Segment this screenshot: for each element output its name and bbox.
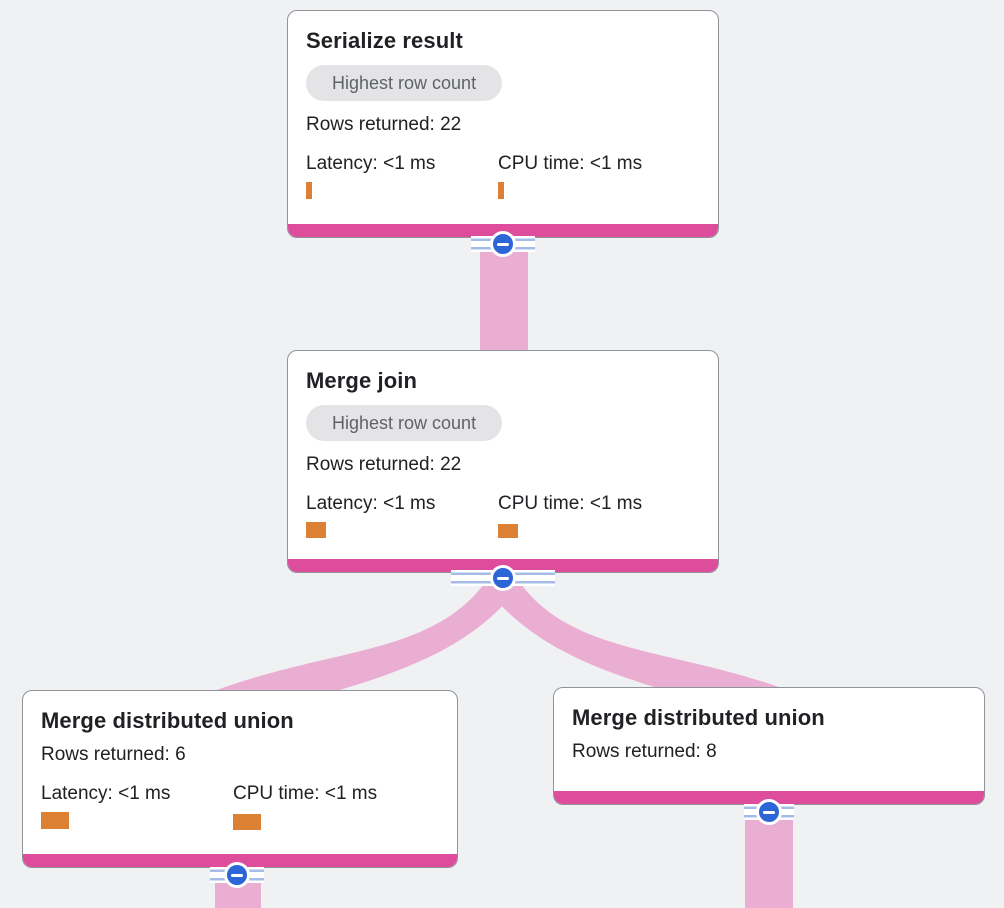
cpu-bar <box>233 814 261 830</box>
plan-node-merge-distributed-union-right[interactable]: Merge distributed union Rows returned: 8 <box>553 687 985 805</box>
node-title: Merge distributed union <box>41 708 294 733</box>
accent-bar <box>23 854 457 867</box>
metrics-row: Latency: <1 ms CPU time: <1 ms <box>41 782 439 830</box>
rows-returned-text: Rows returned: 22 <box>306 454 462 475</box>
collapse-button-merge-join[interactable] <box>490 565 516 591</box>
node-title: Serialize result <box>306 28 463 53</box>
minus-icon <box>763 810 775 814</box>
latency-label: Latency: <1 ms <box>306 493 436 514</box>
cpu-bar <box>498 524 518 538</box>
collapse-button-union-right[interactable] <box>756 799 782 825</box>
latency-bar <box>41 812 69 829</box>
rows-returned-text: Rows returned: 8 <box>572 741 717 762</box>
latency-bar <box>306 522 326 538</box>
node-title: Merge distributed union <box>572 705 825 730</box>
rows-returned-text: Rows returned: 6 <box>41 744 186 765</box>
cpu-metric: CPU time: <1 ms <box>498 152 690 199</box>
collapse-button-serialize-result[interactable] <box>490 231 516 257</box>
accent-bar <box>554 791 984 804</box>
collapse-button-union-left[interactable] <box>224 862 250 888</box>
cpu-metric: CPU time: <1 ms <box>498 492 690 538</box>
latency-label: Latency: <1 ms <box>41 783 171 804</box>
edge-mergejoin-to-right-union <box>483 584 790 691</box>
latency-label: Latency: <1 ms <box>306 153 436 174</box>
latency-metric: Latency: <1 ms <box>41 782 233 830</box>
highest-row-count-badge: Highest row count <box>306 405 503 441</box>
cpu-metric: CPU time: <1 ms <box>233 782 425 830</box>
latency-bar <box>306 182 312 199</box>
metrics-row: Latency: <1 ms CPU time: <1 ms <box>306 492 700 538</box>
latency-metric: Latency: <1 ms <box>306 152 498 199</box>
minus-icon <box>497 242 509 246</box>
plan-node-merge-distributed-union-left[interactable]: Merge distributed union Rows returned: 6… <box>22 690 458 868</box>
edge-mergejoin-to-left-union <box>214 584 521 691</box>
rows-returned-text: Rows returned: 22 <box>306 114 462 135</box>
plan-node-merge-join[interactable]: Merge join Highest row count Rows return… <box>287 350 719 573</box>
minus-icon <box>497 576 509 580</box>
minus-icon <box>231 873 243 877</box>
cpu-label: CPU time: <1 ms <box>233 783 378 804</box>
cpu-label: CPU time: <1 ms <box>498 493 643 514</box>
cpu-label: CPU time: <1 ms <box>498 153 643 174</box>
node-title: Merge join <box>306 368 418 393</box>
accent-bar <box>288 224 718 237</box>
plan-node-serialize-result[interactable]: Serialize result Highest row count Rows … <box>287 10 719 238</box>
latency-metric: Latency: <1 ms <box>306 492 498 538</box>
cpu-bar <box>498 182 504 199</box>
metrics-row: Latency: <1 ms CPU time: <1 ms <box>306 152 700 199</box>
highest-row-count-badge: Highest row count <box>306 65 503 101</box>
